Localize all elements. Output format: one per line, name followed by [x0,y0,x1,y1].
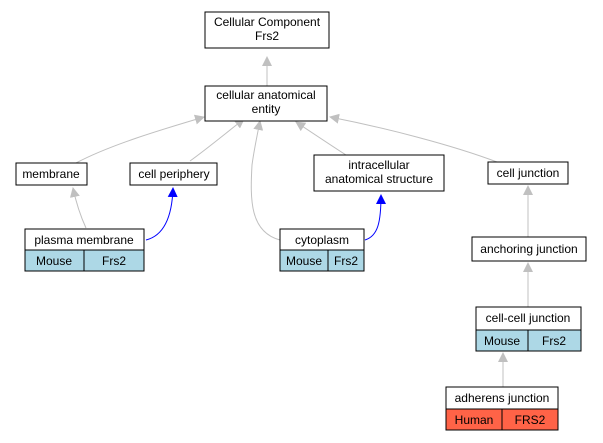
species-label: Human [455,413,494,427]
node-anchoring-junction[interactable]: anchoring junction [471,236,587,262]
node-label-line: Frs2 [255,29,279,43]
gene-cell [83,249,145,272]
species-label: Mouse [484,334,520,348]
node-intracellular-anatomical-structure[interactable]: intracellular anatomical structure [313,154,445,192]
edge-intracellular-to-entity [295,121,347,156]
node-plasma-membrane[interactable]: plasma membrane Mouse Frs2 [24,228,145,272]
gene-label: Frs2 [542,334,566,348]
node-cell-junction[interactable]: cell junction [487,161,569,185]
node-label-line: entity [252,102,281,116]
gene-label: FRS2 [515,413,546,427]
node-label-line: plasma membrane [34,233,134,247]
node-cell-periphery[interactable]: cell periphery [129,162,218,186]
node-adherens-junction[interactable]: adherens junction Human FRS2 [445,386,559,431]
edge-membrane-to-entity [75,114,205,164]
node-label-line: adherens junction [455,391,550,405]
edges [69,56,533,387]
node-label-line: anchoring junction [480,242,577,256]
node-cytoplasm[interactable]: cytoplasm Mouse Frs2 [279,228,365,272]
node-label-line: intracellular [348,158,409,172]
species-label: Mouse [36,254,72,268]
species-label: Mouse [286,254,322,268]
gene-cell [527,329,582,352]
node-label-line: cell-cell junction [486,311,571,325]
gene-cell [327,249,365,272]
node-cellular-component[interactable]: Cellular Component Frs2 [204,11,330,49]
node-label-line: cytoplasm [295,233,349,247]
node-label-line: cellular anatomical [216,88,315,102]
edge-plasma-membrane-to-membrane [69,187,87,229]
edge-cell-junction-to-entity [329,113,498,163]
node-label-line: Cellular Component [214,15,321,29]
node-label-line: anatomical structure [325,172,433,186]
gene-label: Frs2 [102,254,126,268]
node-membrane[interactable]: membrane [15,162,88,186]
edge-cytoplasm-to-intracellular [364,194,386,241]
gene-label: Frs2 [334,254,358,268]
node-label-line: cell junction [497,166,560,180]
node-cell-cell-junction[interactable]: cell-cell junction Mouse Frs2 [475,306,582,352]
node-label-line: cell periphery [138,167,209,181]
edge-plasma-membrane-to-cell-periphery [145,187,178,241]
edge-cell-periphery-to-entity [189,118,245,162]
gene-cell [501,408,559,431]
node-cellular-anatomical-entity[interactable]: cellular anatomical entity [204,85,328,122]
edge-cytoplasm-to-entity [250,120,281,241]
node-label-line: membrane [22,167,80,181]
